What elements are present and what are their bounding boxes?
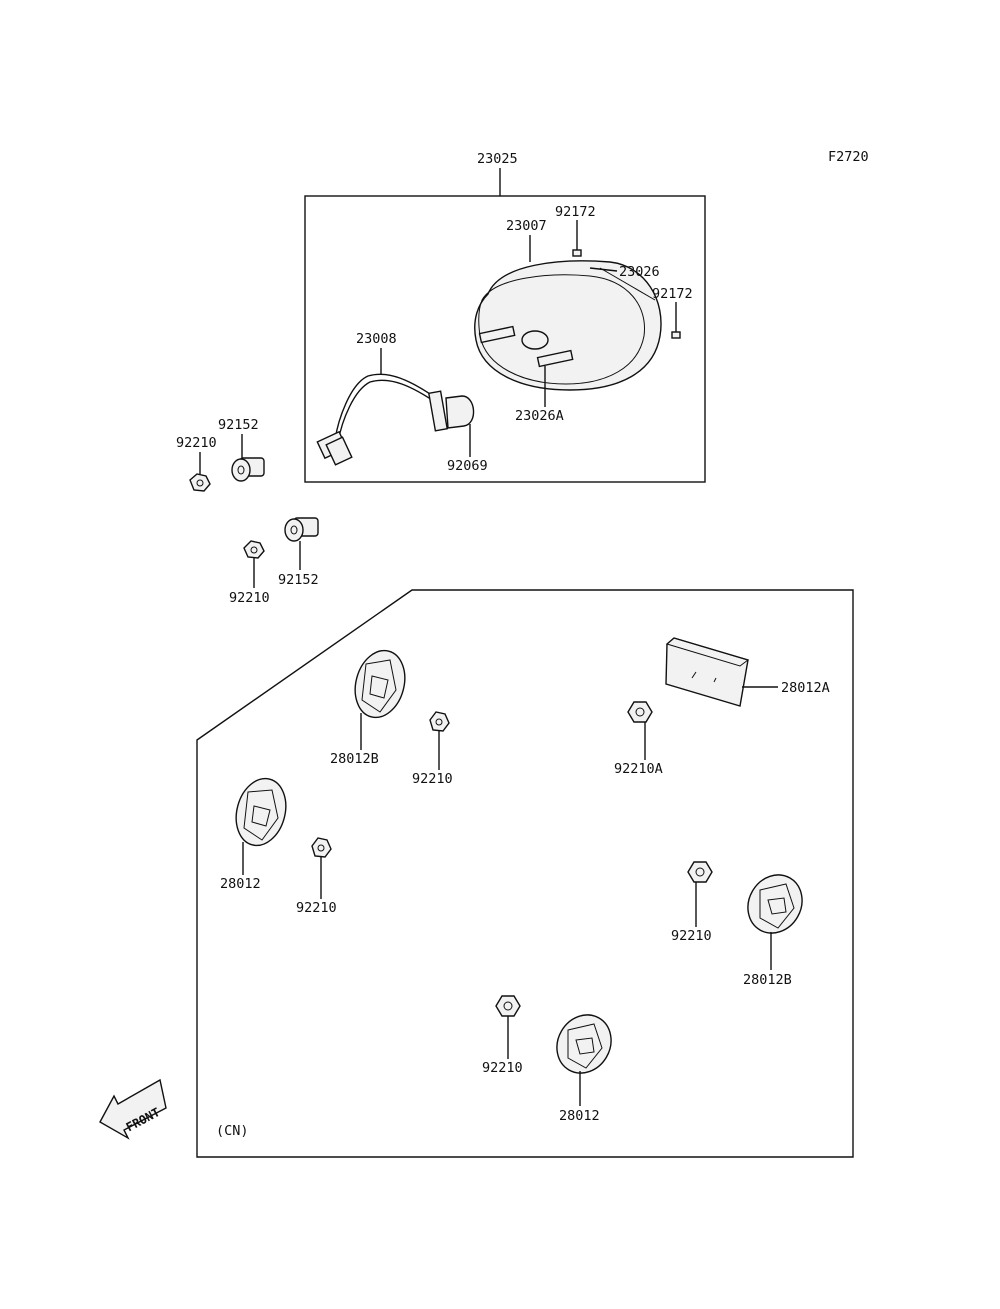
label-23025[interactable]: 23025 bbox=[477, 151, 518, 167]
label-92210-r1[interactable]: 92210 bbox=[412, 771, 453, 787]
collar-upper[interactable] bbox=[231, 457, 265, 482]
collar-lower[interactable] bbox=[284, 517, 319, 542]
label-28012A[interactable]: 28012A bbox=[781, 680, 830, 696]
reflector-28012b-right[interactable] bbox=[737, 865, 812, 943]
label-92210-upper[interactable]: 92210 bbox=[176, 435, 217, 451]
label-23026A[interactable]: 23026A bbox=[515, 408, 564, 424]
nut-l1[interactable] bbox=[311, 837, 332, 858]
label-92210-r2[interactable]: 92210 bbox=[671, 928, 712, 944]
label-92210-l1[interactable]: 92210 bbox=[296, 900, 337, 916]
assembly-frame bbox=[304, 195, 706, 483]
label-28012-bottom[interactable]: 28012 bbox=[559, 1108, 600, 1124]
reflector-28012-bottom[interactable] bbox=[546, 1005, 621, 1083]
figure-code: F2720 bbox=[828, 149, 869, 165]
bulb-socket-harness[interactable] bbox=[316, 373, 439, 466]
screw-top[interactable] bbox=[572, 242, 582, 257]
leader-23026 bbox=[589, 267, 618, 272]
mounting-stud-right[interactable] bbox=[536, 349, 574, 368]
nut-plate[interactable] bbox=[627, 701, 653, 723]
label-28012B-upper[interactable]: 28012B bbox=[330, 751, 379, 767]
reflector-group: 28012B 92210 28012A 92210A 28012 bbox=[196, 589, 854, 1158]
nut-lower[interactable] bbox=[243, 540, 265, 559]
region-note: (CN) bbox=[216, 1123, 249, 1139]
label-92069[interactable]: 92069 bbox=[447, 458, 488, 474]
label-92172-top[interactable]: 92172 bbox=[555, 204, 596, 220]
nut-l2[interactable] bbox=[495, 995, 521, 1017]
label-23007[interactable]: 23007 bbox=[506, 218, 547, 234]
reflector-frame bbox=[196, 589, 854, 1158]
label-92152-lower[interactable]: 92152 bbox=[278, 572, 319, 588]
nut-upper[interactable] bbox=[189, 473, 211, 492]
reflector-28012-left[interactable] bbox=[229, 773, 293, 851]
mounting-stud-left[interactable] bbox=[478, 325, 516, 344]
reflector-28012a-plate[interactable] bbox=[665, 637, 750, 707]
nut-r1[interactable] bbox=[429, 711, 450, 732]
reflector-28012b-upper[interactable] bbox=[348, 645, 412, 723]
label-23026[interactable]: 23026 bbox=[619, 264, 660, 280]
label-23008[interactable]: 23008 bbox=[356, 331, 397, 347]
label-92172-right[interactable]: 92172 bbox=[652, 286, 693, 302]
label-28012B-right[interactable]: 28012B bbox=[743, 972, 792, 988]
front-direction-arrow: FRONT bbox=[99, 1078, 167, 1140]
headlight-bulb[interactable] bbox=[427, 390, 475, 432]
label-92210-l2[interactable]: 92210 bbox=[482, 1060, 523, 1076]
label-92152-upper[interactable]: 92152 bbox=[218, 417, 259, 433]
headlight-assembly: 23025 92172 23007 23026 921 bbox=[304, 151, 706, 483]
label-28012-left[interactable]: 28012 bbox=[220, 876, 261, 892]
screw-right[interactable] bbox=[671, 324, 681, 339]
label-92210-lower[interactable]: 92210 bbox=[229, 590, 270, 606]
headlight-housing[interactable] bbox=[474, 260, 662, 391]
label-92210A[interactable]: 92210A bbox=[614, 761, 663, 777]
nut-r2[interactable] bbox=[687, 861, 713, 883]
